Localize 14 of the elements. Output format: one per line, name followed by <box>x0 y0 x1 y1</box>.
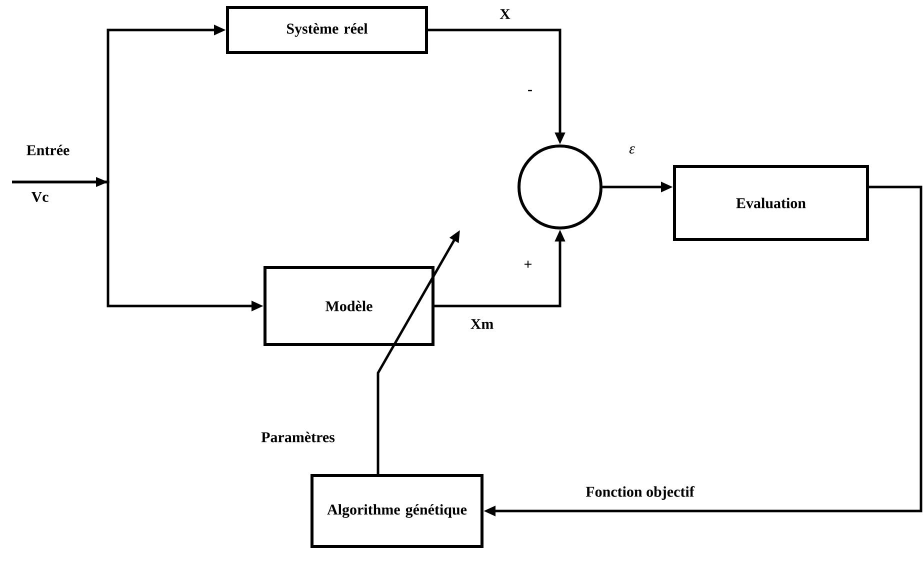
summing-junction <box>518 144 602 230</box>
signal-label: + <box>524 260 532 268</box>
process-box: Modèle <box>264 266 434 346</box>
process-box: Système réel <box>226 6 428 54</box>
process-box: Algorithme génétique <box>310 474 484 548</box>
edge-label: X <box>498 8 512 20</box>
signal-label: - <box>528 90 532 92</box>
process-box: Evaluation <box>673 165 869 241</box>
signal-label: Vc <box>31 192 48 202</box>
edge-label: Xm <box>469 318 495 330</box>
edge-label: Paramètres <box>260 430 336 444</box>
edge-label: ε <box>628 145 636 155</box>
edge-label: Fonction objectif <box>584 485 696 501</box>
signal-label: Entrée <box>26 144 70 156</box>
